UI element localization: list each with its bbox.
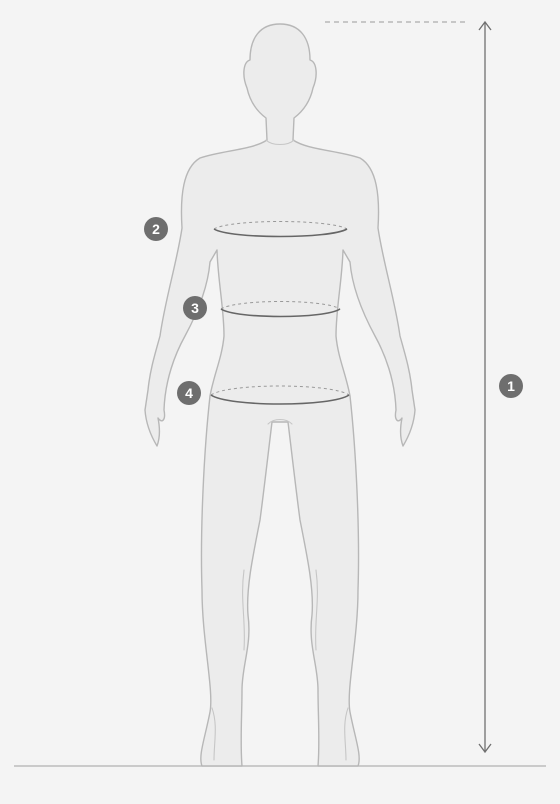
marker-waist: 3 — [183, 296, 207, 320]
collar-line — [265, 139, 295, 146]
hip-band — [210, 385, 350, 405]
height-arrowhead-top — [478, 20, 492, 31]
height-arrowhead-bottom — [478, 743, 492, 754]
left-ankle-line — [211, 707, 216, 761]
left-knee-line — [242, 569, 245, 651]
chest-band — [213, 221, 348, 238]
marker-height-circle — [499, 374, 523, 398]
waist-band — [220, 301, 341, 318]
hip-band-front — [210, 394, 350, 405]
body-silhouette — [144, 23, 416, 767]
marker-hips-label: 4 — [185, 385, 193, 401]
marker-hips-circle — [177, 381, 201, 405]
crotch-line — [267, 418, 293, 425]
right-knee-line — [315, 569, 318, 651]
height-arrow — [478, 20, 492, 754]
marker-chest-circle — [144, 217, 168, 241]
chest-band-front — [213, 228, 348, 238]
marker-waist-circle — [183, 296, 207, 320]
marker-chest-label: 2 — [152, 221, 160, 237]
waist-band-front — [220, 308, 341, 318]
chest-band-back — [213, 221, 348, 230]
marker-height-label: 1 — [507, 378, 515, 394]
right-ankle-line — [344, 707, 349, 761]
marker-height: 1 — [499, 374, 523, 398]
waist-band-back — [220, 301, 341, 310]
marker-waist-label: 3 — [191, 300, 199, 316]
human-figure — [144, 23, 416, 767]
marker-chest: 2 — [144, 217, 168, 241]
marker-hips: 4 — [177, 381, 201, 405]
